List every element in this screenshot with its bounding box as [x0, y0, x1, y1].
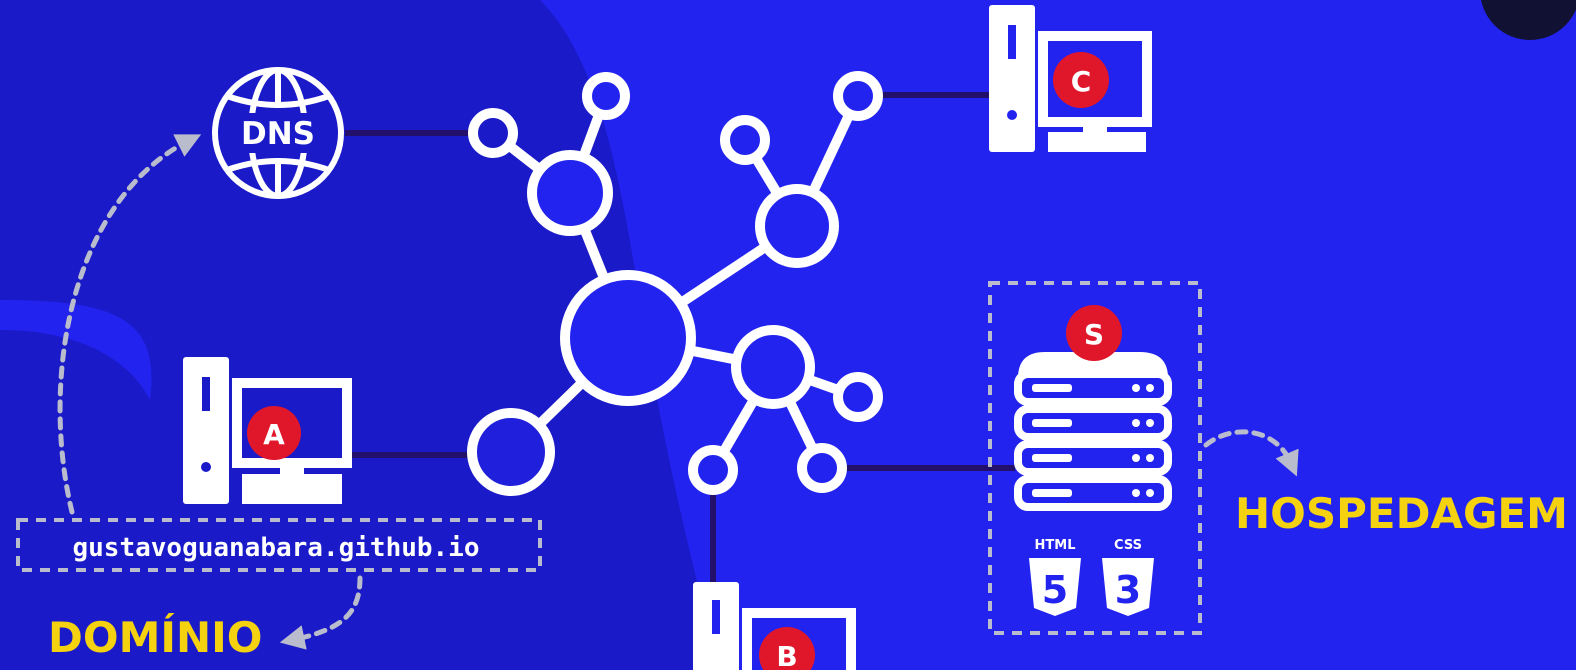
- arrow-url-to-dns: [57, 134, 202, 515]
- domain-url-box: [16, 518, 542, 572]
- css-version: 3: [1115, 568, 1141, 612]
- dashed-arrows: [57, 134, 1299, 650]
- dns-label: DNS: [241, 116, 315, 152]
- computer-a-badge: A: [263, 418, 285, 451]
- corner-blob: [1481, 0, 1576, 40]
- arrow-url-to-domain: [279, 575, 363, 650]
- hosting-box: [988, 281, 1202, 635]
- server-rack-icon: S: [1014, 305, 1172, 511]
- dns-globe-icon: DNS: [212, 67, 344, 199]
- domain-url: gustavoguanabara.github.io: [73, 533, 480, 563]
- html5-shield-icon: HTML 5: [1029, 538, 1081, 616]
- computer-b-badge: B: [776, 640, 797, 670]
- hosting-label: HOSPEDAGEM: [1235, 489, 1568, 538]
- computer-c: C: [989, 5, 1152, 152]
- network-graph: [467, 71, 883, 496]
- server-badge: S: [1084, 318, 1104, 351]
- domain-label: DOMÍNIO: [48, 612, 262, 662]
- computer-b: B: [693, 582, 856, 670]
- css3-shield-icon: CSS 3: [1102, 538, 1154, 616]
- html-version: 5: [1042, 568, 1068, 612]
- computer-c-badge: C: [1071, 65, 1092, 98]
- arrow-server-to-hosting: [1203, 429, 1299, 477]
- html-label: HTML: [1035, 538, 1076, 553]
- computer-a: A: [183, 357, 352, 504]
- connection-lines: [345, 92, 1015, 600]
- css-label: CSS: [1114, 538, 1142, 553]
